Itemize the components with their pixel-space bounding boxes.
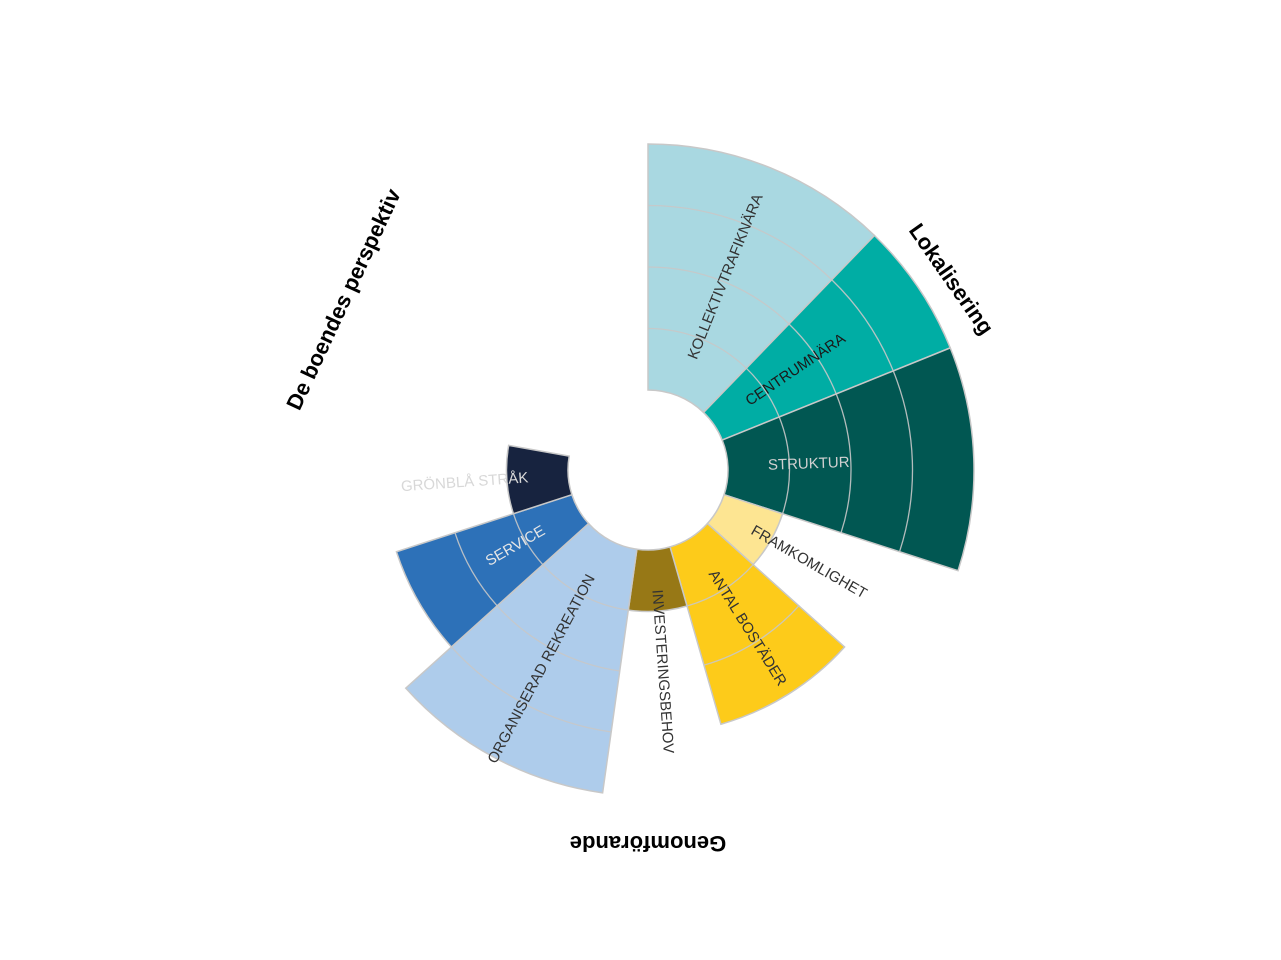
chart-segments	[395, 143, 975, 794]
grid-ring-arc	[831, 279, 894, 372]
grid-ring-arc	[512, 513, 544, 566]
grid-ring-arc	[703, 605, 800, 666]
grid-ring-arc	[496, 605, 620, 672]
grid-ring-arc	[647, 327, 747, 369]
grid-ring-arc	[835, 393, 852, 533]
category-label: INVESTERINGSBEHOV	[648, 589, 676, 754]
category-label: STRUKTUR	[768, 454, 850, 474]
sector-antal-bostäder	[669, 522, 846, 726]
grid-ring-arc	[542, 564, 629, 611]
grid-ring-arc	[745, 367, 780, 418]
grid-ring-arc	[647, 266, 790, 325]
sector-centrumnära	[702, 234, 952, 442]
grid-ring-arc	[647, 204, 833, 281]
grid-ring-arc	[778, 416, 791, 514]
chart-grid-rings	[450, 204, 914, 733]
sector-struktur	[721, 346, 975, 572]
grid-ring-arc	[454, 532, 498, 607]
grid-ring-arc	[892, 370, 914, 552]
sector-grönblå-stråk	[505, 444, 573, 515]
grid-ring-arc	[450, 646, 612, 733]
grid-ring-arc	[788, 323, 837, 395]
group-label-genomforande: Genomförande	[570, 831, 726, 856]
grid-ring-arc	[686, 564, 754, 607]
sector-service	[395, 493, 590, 649]
group-label-de-boendes-perspektiv: De boendes perspektiv	[281, 184, 406, 414]
